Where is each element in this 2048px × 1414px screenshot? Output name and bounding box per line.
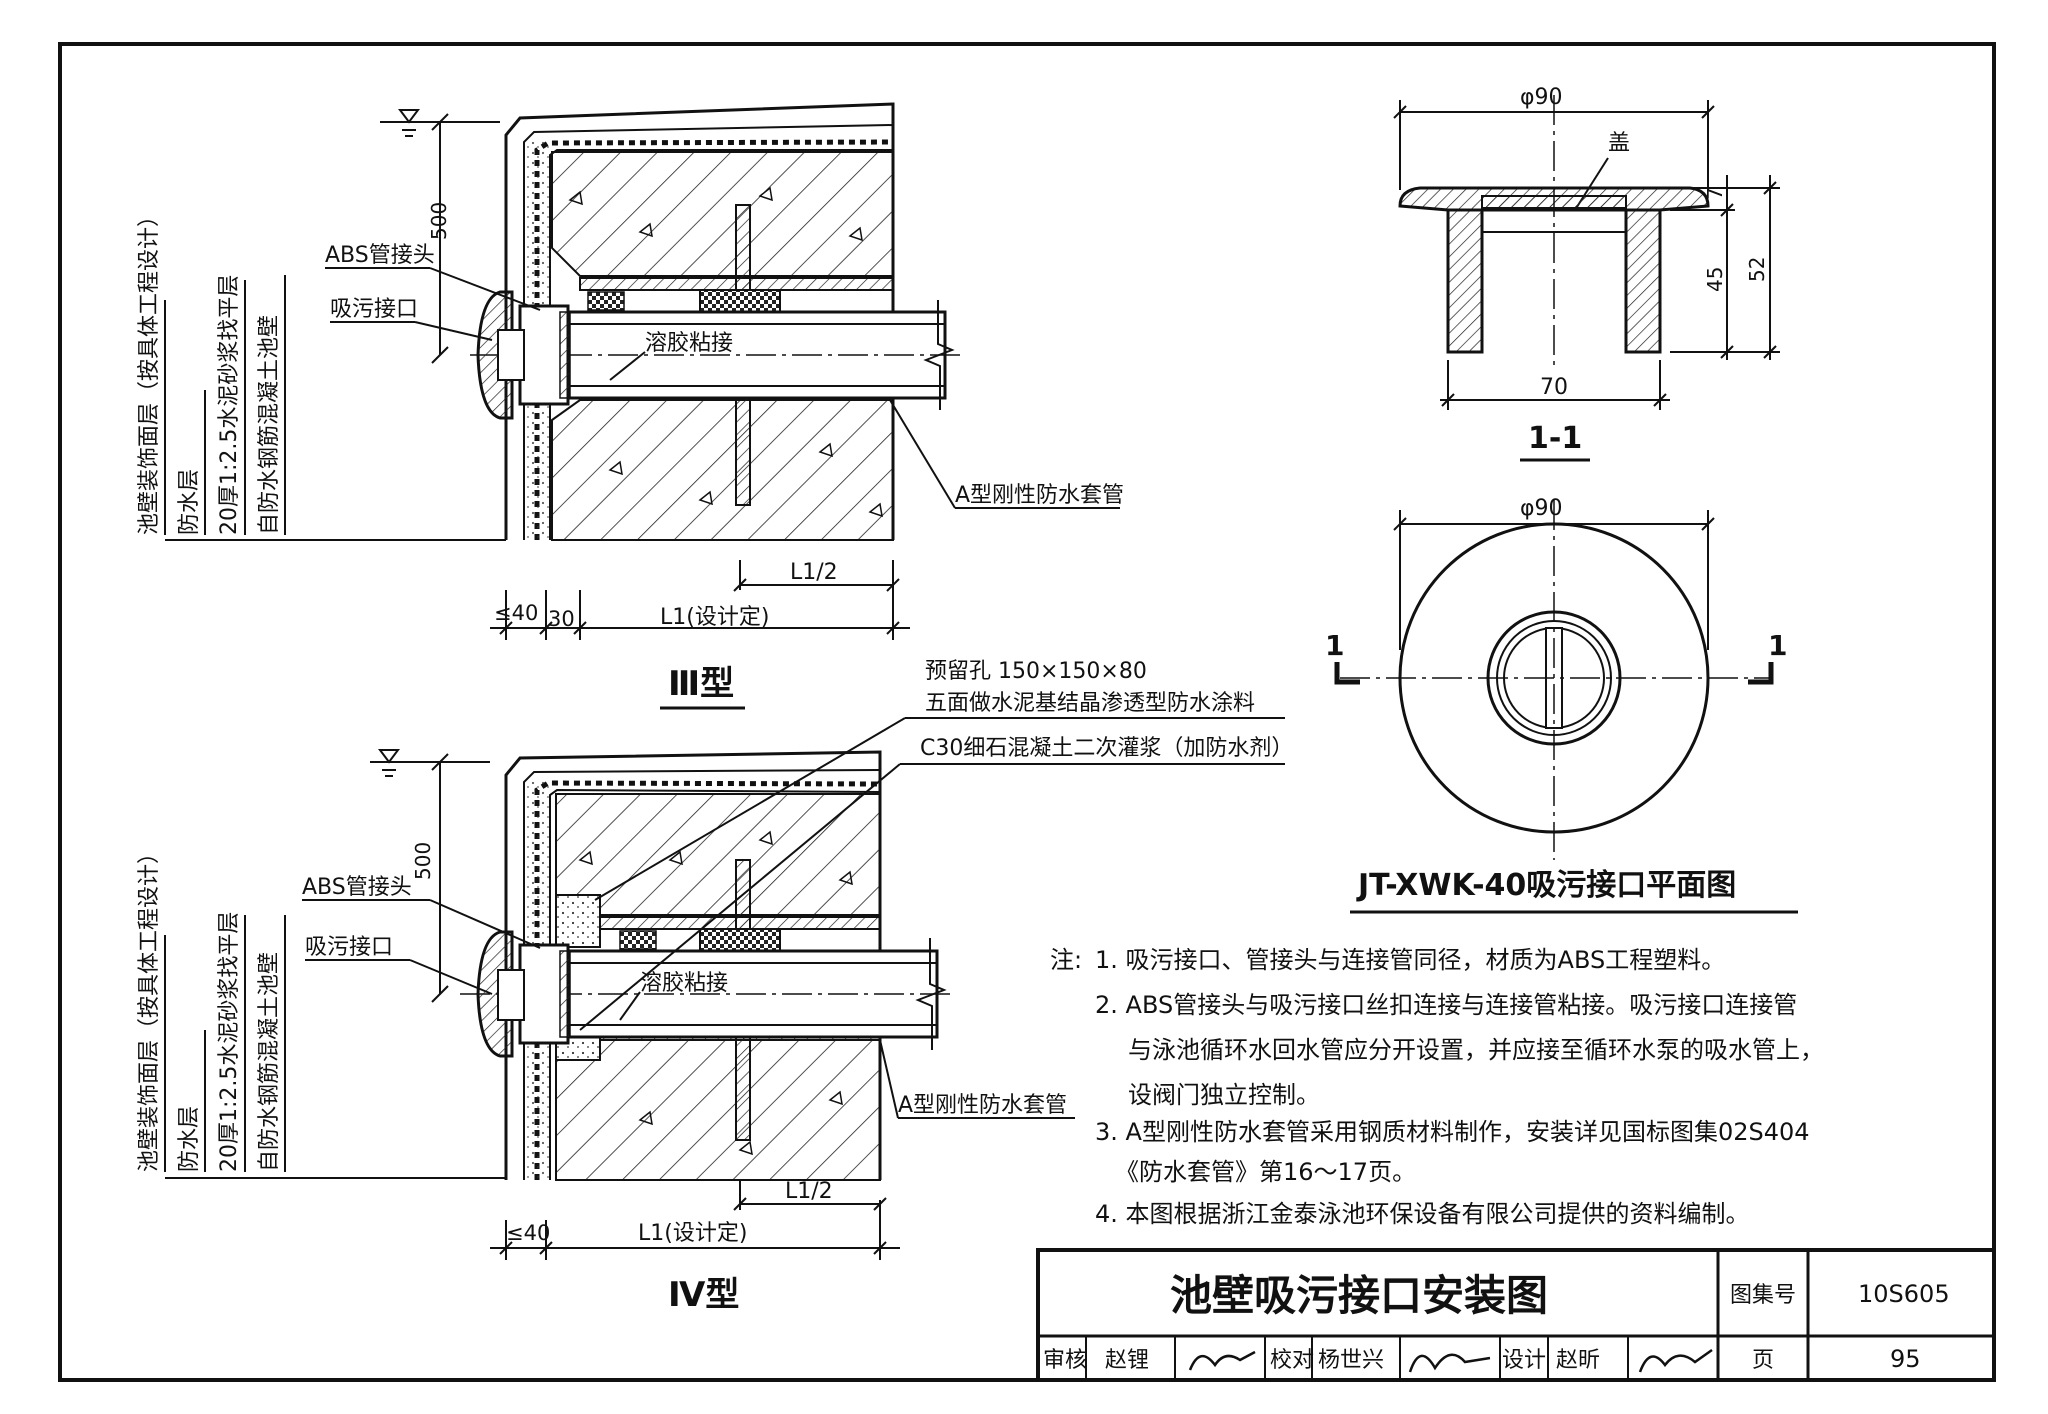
check-label: 校对: [1270, 1348, 1314, 1373]
svg-text:L1/2: L1/2: [785, 1179, 833, 1204]
svg-text:≤40: ≤40: [506, 1221, 550, 1245]
plan-title: JT-XWK-40吸污接口平面图: [1356, 868, 1736, 903]
note-line-1: 1. 吸污接口、管接头与连接管同径，材质为ABS工程塑料。: [1095, 946, 1725, 974]
type4-dim-500: 500: [411, 842, 435, 880]
notes-prefix: 注:: [1050, 946, 1082, 974]
inlet-cap: [476, 290, 514, 420]
page-number: 95: [1890, 1345, 1921, 1373]
atlas-label: 图集号: [1730, 1283, 1796, 1308]
note-line-7: 4. 本图根据浙江金泰泳池环保设备有限公司提供的资料编制。: [1095, 1200, 1750, 1228]
reviewer-name: 赵锂: [1105, 1348, 1149, 1373]
section-wall-left: [1446, 208, 1484, 354]
svg-text:1: 1: [1768, 629, 1787, 662]
section-title: 1-1: [1528, 421, 1582, 456]
section-wall-right: [1624, 208, 1662, 354]
type4-bottom-dims: ≤40 L1(设计定) L1/2: [490, 1179, 900, 1260]
type4-layer-labels: 池壁装饰面层（按具体工程设计） 防水层 20厚1:2.5水泥砂浆找平层 自防水钢…: [137, 842, 286, 1172]
note-line-2: 2. ABS管接头与吸污接口丝扣连接与连接管粘接。吸污接口连接管: [1095, 991, 1797, 1019]
title-block: 池壁吸污接口安装图 图集号 10S605 审核 赵锂 校对 杨世兴 设计 赵昕 …: [1036, 1248, 1996, 1382]
note-line-5: 3. A型刚性防水套管采用钢质材料制作，安装详见国标图集02S404: [1095, 1118, 1810, 1146]
svg-text:≤40: ≤40: [494, 601, 538, 625]
section-1-1: φ90 盖 7 45 52 70 1-1: [1393, 85, 1780, 462]
type3-inlet-label: 吸污接口: [330, 297, 418, 322]
type3-layer-labels: 池壁装饰面层（按具体工程设计） 防水层 20厚1:2.5水泥砂浆找平层 自防水钢…: [137, 205, 286, 535]
note-line-4: 设阀门独立控制。: [1128, 1081, 1320, 1109]
svg-text:池壁装饰面层（按具体工程设计）: 池壁装饰面层（按具体工程设计）: [137, 842, 162, 1172]
svg-text:自防水钢筋混凝土池壁: 自防水钢筋混凝土池壁: [257, 952, 282, 1172]
svg-text:1: 1: [1325, 629, 1344, 662]
concrete-wall-upper: [551, 151, 894, 277]
type4-solvent-label: 溶胶粘接: [640, 971, 728, 996]
svg-text:30: 30: [548, 607, 575, 631]
svg-text:52: 52: [1745, 257, 1769, 282]
type4-abs-label: ABS管接头: [302, 875, 412, 900]
type4-five-sides-label: 五面做水泥基结晶渗透型防水涂料: [925, 691, 1255, 716]
designer-name: 赵昕: [1556, 1348, 1600, 1373]
svg-text:L1(设计定): L1(设计定): [638, 1221, 747, 1246]
designer-signature: [1638, 1348, 1713, 1373]
svg-text:防水层: 防水层: [177, 1106, 202, 1172]
type4-inlet-label: 吸污接口: [305, 935, 393, 960]
svg-text:45: 45: [1703, 267, 1727, 292]
type3-dim-500: 500: [427, 202, 451, 240]
type4-reserved-hole-label: 预留孔 150×150×80: [925, 659, 1147, 684]
type3-title: Ⅲ型: [668, 664, 734, 704]
svg-text:20厚1:2.5水泥砂浆找平层: 20厚1:2.5水泥砂浆找平层: [217, 912, 242, 1172]
svg-text:7: 7: [1703, 187, 1727, 200]
section-phi90: φ90: [1520, 85, 1563, 110]
svg-text:防水层: 防水层: [177, 469, 202, 535]
notes: 注: 1. 吸污接口、管接头与连接管同径，材质为ABS工程塑料。 2. ABS管…: [1050, 946, 1824, 1228]
type3-abs-label: ABS管接头: [325, 243, 435, 268]
svg-text:池壁装饰面层（按具体工程设计）: 池壁装饰面层（按具体工程设计）: [137, 205, 162, 535]
svg-text:70: 70: [1540, 375, 1568, 400]
sheet-border: [58, 42, 1996, 1382]
water-level-symbol-2: [370, 749, 490, 777]
type4-title: Ⅳ型: [668, 1275, 739, 1315]
type3-sleeve-label: A型刚性防水套管: [955, 483, 1124, 508]
atlas-number: 10S605: [1858, 1280, 1950, 1308]
note-line-6: 《防水套管》第16～17页。: [1115, 1158, 1416, 1186]
type3-detail: 500 池壁装饰面层（按具体工程设计） 防水层 20厚1:2.5水泥砂浆找平层 …: [137, 102, 1124, 710]
section-cap-label: 盖: [1608, 131, 1630, 156]
review-label: 审核: [1043, 1348, 1087, 1373]
page-label: 页: [1752, 1348, 1774, 1373]
design-label: 设计: [1502, 1348, 1546, 1373]
svg-text:自防水钢筋混凝土池壁: 自防水钢筋混凝土池壁: [257, 315, 282, 535]
plan-view: φ90 1 1 JT-XWK-40吸污接口平面图: [1325, 496, 1798, 914]
type4-detail: 500 池壁装饰面层（按具体工程设计） 防水层 20厚1:2.5水泥砂浆找平层 …: [137, 659, 1293, 1315]
type4-sleeve-label: A型刚性防水套管: [898, 1093, 1067, 1118]
reviewer-signature: [1188, 1350, 1256, 1371]
type3-bottom-dims: ≤40 30 L1(设计定) L1/2: [490, 560, 910, 640]
type3-solvent-label: 溶胶粘接: [645, 331, 733, 356]
svg-text:L1/2: L1/2: [790, 560, 838, 585]
type4-grout-label: C30细石混凝土二次灌浆（加防水剂）: [920, 736, 1293, 761]
drawing-title: 池壁吸污接口安装图: [1170, 1271, 1548, 1320]
checker-signature: [1408, 1353, 1491, 1373]
note-line-3: 与泳池循环水回水管应分开设置，并应接至循环水泵的吸水管上，: [1128, 1036, 1824, 1064]
checker-name: 杨世兴: [1318, 1348, 1384, 1373]
concrete-wall-lower: [551, 399, 894, 541]
svg-text:L1(设计定): L1(设计定): [660, 605, 769, 630]
svg-text:20厚1:2.5水泥砂浆找平层: 20厚1:2.5水泥砂浆找平层: [217, 275, 242, 535]
plan-phi90: φ90: [1520, 496, 1563, 521]
